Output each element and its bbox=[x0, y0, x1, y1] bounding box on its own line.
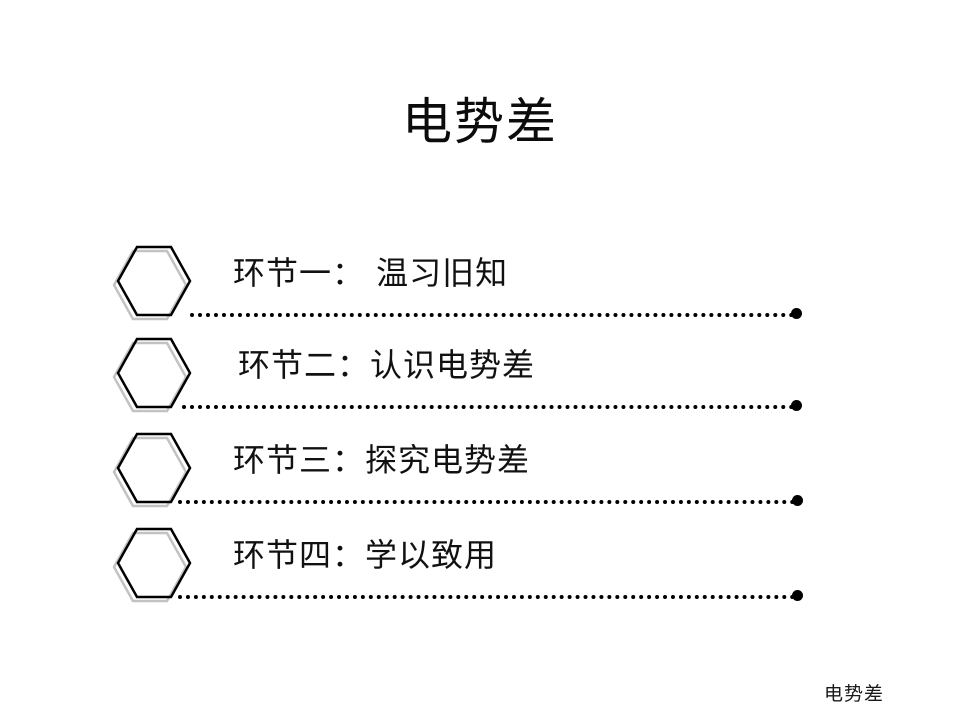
hexagon-outline-icon bbox=[116, 432, 192, 504]
hexagon-outline-icon bbox=[116, 527, 192, 599]
hexagon-bullet-icon bbox=[110, 527, 194, 607]
list-item-label: 环节一： 温习旧知 bbox=[233, 254, 509, 292]
hexagon-shadow-icon bbox=[112, 341, 188, 413]
hexagon-shadow-icon bbox=[112, 531, 188, 603]
dotted-connector-endpoint bbox=[791, 400, 802, 411]
list-item[interactable]: 环节四：学以致用 bbox=[0, 527, 960, 619]
dotted-connector bbox=[182, 405, 794, 409]
page-title: 电势差 bbox=[402, 93, 558, 151]
hexagon-shadow-icon bbox=[112, 249, 188, 321]
list-item-label: 环节二：认识电势差 bbox=[238, 346, 536, 384]
slide-footer: 电势差 bbox=[823, 683, 884, 705]
dotted-connector bbox=[178, 595, 795, 599]
list-item[interactable]: 环节一： 温习旧知 bbox=[0, 245, 960, 337]
list-item-label: 环节四：学以致用 bbox=[233, 536, 498, 574]
dotted-connector-endpoint bbox=[792, 590, 803, 601]
hexagon-bullet-icon bbox=[110, 432, 194, 512]
dotted-connector-endpoint bbox=[791, 308, 802, 319]
hexagon-bullet-icon bbox=[110, 245, 194, 325]
list-item-label: 环节三：探究电势差 bbox=[233, 441, 531, 479]
hexagon-outline-icon bbox=[116, 245, 192, 317]
hexagon-shadow-icon bbox=[112, 436, 188, 508]
list-item[interactable]: 环节二：认识电势差 bbox=[0, 337, 960, 429]
hexagon-outline-icon bbox=[116, 337, 192, 409]
dotted-connector bbox=[178, 500, 795, 504]
dotted-connector bbox=[190, 313, 794, 317]
list-item[interactable]: 环节三：探究电势差 bbox=[0, 432, 960, 524]
hexagon-bullet-icon bbox=[110, 337, 194, 417]
dotted-connector-endpoint bbox=[792, 495, 803, 506]
